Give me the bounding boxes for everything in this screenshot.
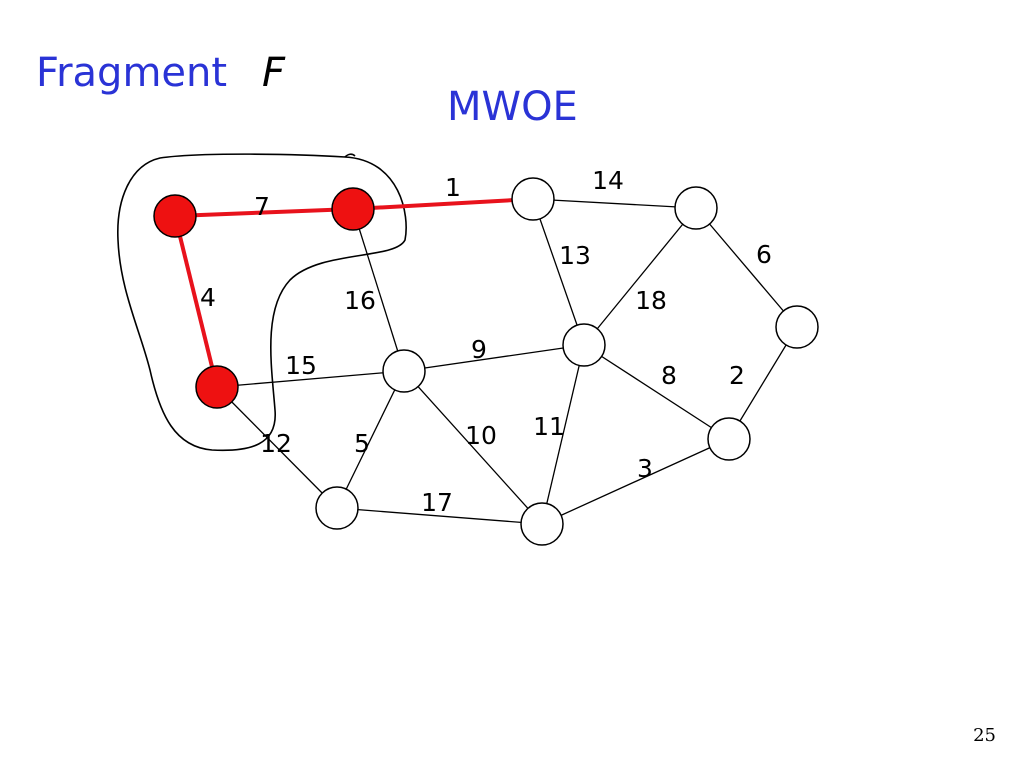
fragment-boundary-hook xyxy=(344,153,356,158)
edge-weights-layer: 7 4 1 16 15 12 14 13 6 18 2 9 8 11 5 10 3 17 xyxy=(200,166,772,517)
edge-C-J xyxy=(216,386,338,509)
edge-weight-G-K: 11 xyxy=(533,412,565,441)
node-E xyxy=(674,186,718,230)
edge-weight-H-J: 5 xyxy=(354,429,370,458)
nodes-layer xyxy=(153,177,819,546)
mwoe-label: MWOE xyxy=(447,84,578,130)
edge-A-B xyxy=(174,207,354,218)
edge-A-C xyxy=(173,215,219,388)
fragment-node-B xyxy=(331,187,375,231)
fragment-boundary xyxy=(117,153,407,452)
edge-weight-E-F: 6 xyxy=(756,240,772,269)
page-number: 25 xyxy=(973,725,996,746)
edge-weight-J-K: 17 xyxy=(421,488,453,517)
edge-weight-H-K: 10 xyxy=(465,421,497,450)
node-D xyxy=(511,177,555,221)
node-K xyxy=(520,502,564,546)
slide-title: Fragment xyxy=(36,50,228,96)
fragment-variable: F xyxy=(262,50,286,96)
edge-weight-C-J: 12 xyxy=(260,429,292,458)
edge-weight-A-C: 4 xyxy=(200,283,216,312)
edge-weight-C-H: 15 xyxy=(285,351,317,380)
node-H xyxy=(382,349,426,393)
edge-weight-A-B: 7 xyxy=(254,192,270,221)
edge-G-H xyxy=(403,344,585,372)
edge-weight-D-G: 13 xyxy=(559,241,591,270)
edge-weight-G-H: 9 xyxy=(471,335,487,364)
edge-H-J xyxy=(336,370,405,509)
fragment-node-C xyxy=(195,365,239,409)
edge-weight-I-K: 3 xyxy=(637,454,653,483)
edge-weight-E-G: 18 xyxy=(635,286,667,315)
edge-weight-B-H: 16 xyxy=(344,286,376,315)
edge-C-H xyxy=(216,370,405,388)
node-J xyxy=(315,486,359,530)
edge-B-H xyxy=(352,208,405,372)
edge-J-K xyxy=(336,507,543,525)
edge-B-D xyxy=(352,197,534,211)
node-I xyxy=(707,417,751,461)
node-F xyxy=(775,305,819,349)
edge-weight-F-I: 2 xyxy=(729,361,745,390)
node-G xyxy=(562,323,606,367)
edge-weight-D-E: 14 xyxy=(592,166,624,195)
edge-weight-B-D: 1 xyxy=(445,173,461,202)
edge-G-I xyxy=(583,344,730,440)
edge-E-G xyxy=(583,207,697,346)
fragment-node-A xyxy=(153,194,197,238)
edge-weight-G-I: 8 xyxy=(661,361,677,390)
edge-F-I xyxy=(728,326,798,440)
edge-D-E xyxy=(532,198,697,209)
edge-G-K xyxy=(541,344,585,525)
edge-I-K xyxy=(541,438,730,525)
edge-H-K xyxy=(403,370,543,525)
edge-D-G xyxy=(532,198,585,346)
edge-E-F xyxy=(695,207,798,328)
edges-layer xyxy=(173,197,798,525)
